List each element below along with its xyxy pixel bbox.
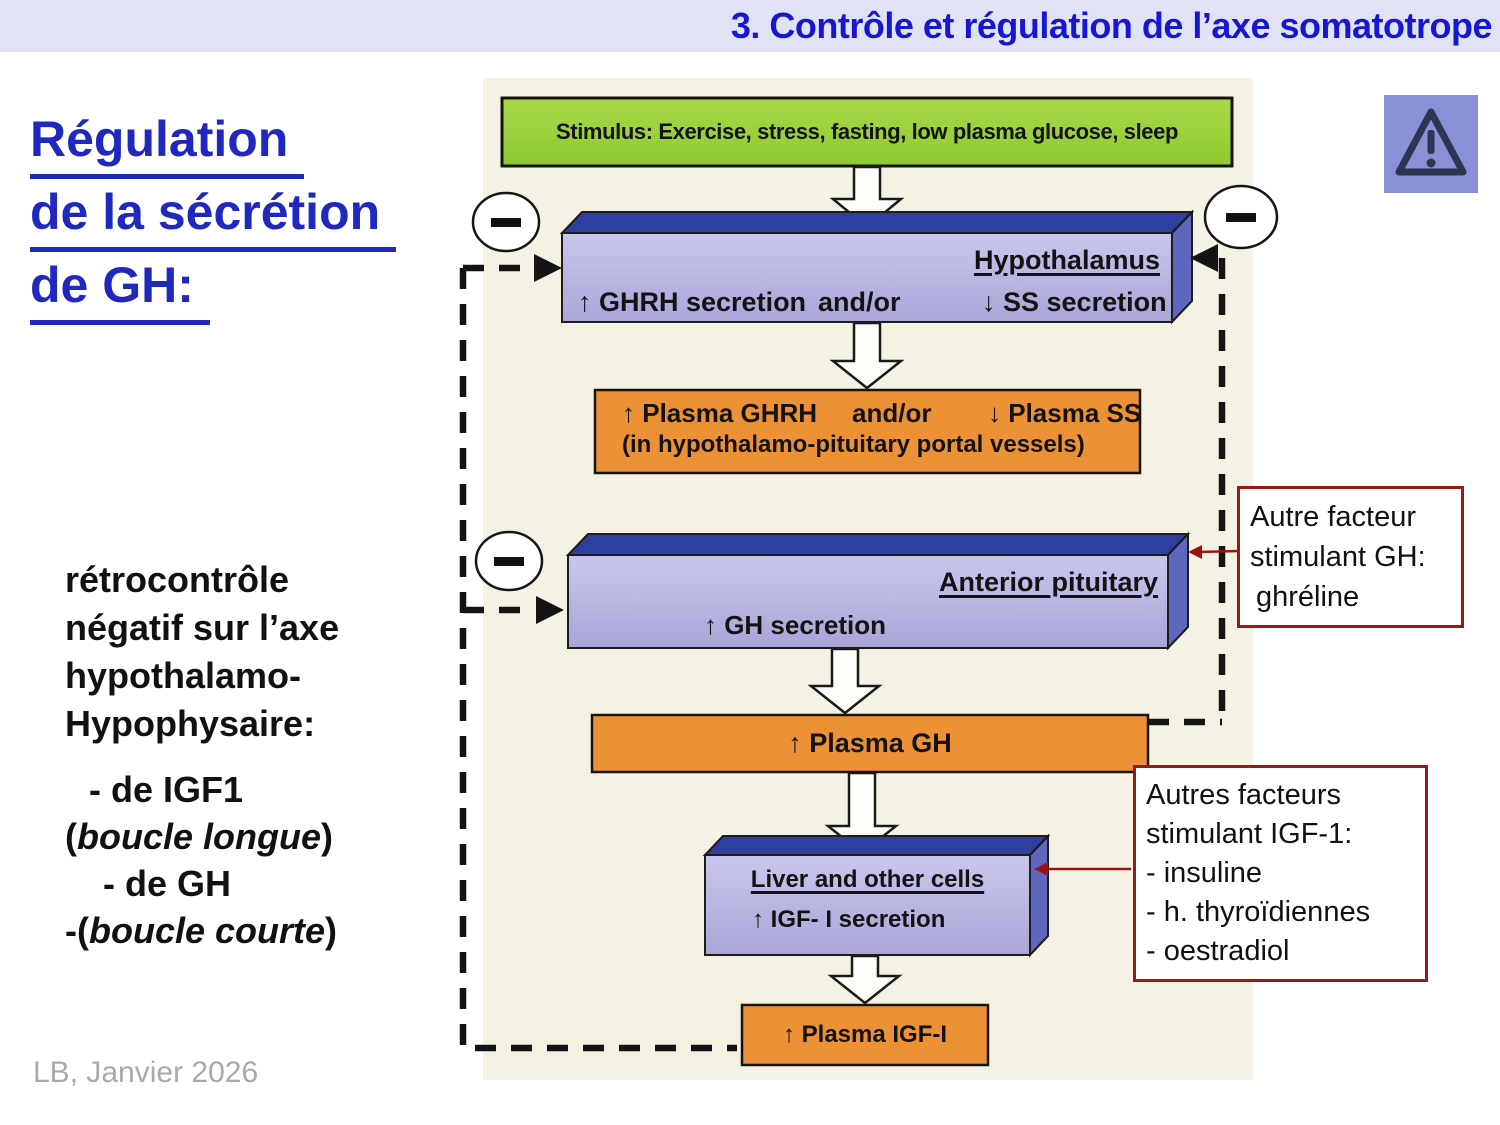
feedback-arrowhead-right — [1190, 244, 1218, 272]
gh-item: - de GH — [103, 863, 232, 904]
gh-secretion-label: ↑ GH secretion — [703, 610, 887, 640]
page-title: Régulation de la sécrétion de GH: — [30, 106, 397, 325]
slide-credit: LB, Janvier 2026 — [33, 1056, 259, 1089]
igf1-loop: (boucle longue) — [65, 816, 334, 857]
igf-factors-item2: - h. thyroïdiennes — [1146, 896, 1371, 928]
hypothalamus-box-top — [559, 211, 1195, 234]
portal-andor-label: and/or — [852, 398, 932, 428]
feedback-note-line4: Hypophysaire: — [65, 703, 316, 744]
ghreline-callout: Autre facteur stimulant GH: ghréline — [1237, 486, 1464, 628]
stimulus-box — [500, 96, 1234, 168]
igf-factors-callout: Autres facteurs stimulant IGF-1: - insul… — [1133, 765, 1428, 982]
ss-secretion-label: ↓ SS secretion — [982, 287, 1167, 317]
hypothalamus-box — [561, 232, 1173, 323]
feedback-long-loop — [459, 268, 737, 1052]
gh-loop: -(boucle courte) — [65, 910, 338, 951]
liver-box — [704, 854, 1031, 956]
page-title-line1: Régulation — [30, 106, 305, 179]
liver-box-top — [702, 835, 1051, 856]
feedback-note-line2: négatif sur l’axe — [65, 607, 340, 648]
plasma-gh-box — [590, 713, 1150, 774]
slide-title: 3. Contrôle et régulation de l’axe somat… — [730, 5, 1493, 46]
liver-label: Liver and other cells — [750, 866, 985, 893]
igf-factors-line2: stimulant IGF-1: — [1146, 818, 1353, 850]
ghrh-secretion-label: ↑ GHRH secretion — [578, 287, 807, 317]
annotation-arrowhead-igf — [1034, 862, 1048, 876]
andor-label: and/or — [818, 287, 901, 317]
plasma-gh-label: ↑ Plasma GH — [788, 727, 952, 758]
arrow-hypothalamus-to-portal — [829, 321, 905, 390]
feedback-arrowhead-pituitary — [536, 596, 564, 624]
annotation-arrows — [1045, 549, 1239, 871]
ghreline-callout-line1: Autre facteur — [1250, 501, 1417, 533]
pituitary-box-side — [1167, 531, 1189, 651]
minus-icon — [1226, 213, 1256, 222]
plasma-igf-box — [740, 1003, 990, 1067]
pituitary-box — [567, 554, 1169, 649]
feedback-note-line3: hypothalamo- — [65, 655, 302, 696]
liver-box-side — [1029, 833, 1049, 958]
igf-factors-item3: - oestradiol — [1146, 935, 1290, 967]
igf-secretion-label: ↑ IGF- I secretion — [752, 906, 946, 933]
plasma-ss-label: ↓ Plasma SS — [988, 398, 1142, 428]
plasma-igf-label: ↑ Plasma IGF-I — [782, 1021, 948, 1049]
anterior-pituitary-label: Anterior pituitary — [938, 567, 1158, 597]
slide-header: 3. Contrôle et régulation de l’axe somat… — [0, 0, 1500, 52]
arrow-pituitary-to-plasmagh — [807, 647, 883, 715]
arrow-liver-to-plasmaigf — [827, 954, 903, 1005]
warning-icon — [1395, 108, 1467, 176]
portal-vessels-label: (in hypothalamo-pituitary portal vessels… — [622, 431, 1085, 458]
warning-badge — [1384, 95, 1478, 193]
page-title-line2: de la sécrétion — [30, 179, 397, 252]
igf1-item: - de IGF1 — [89, 769, 244, 810]
feedback-arrowhead-hypothalamus — [534, 254, 562, 282]
feedback-note-line1: rétrocontrôle — [65, 559, 290, 600]
feedback-note: rétrocontrôle négatif sur l’axe hypothal… — [65, 556, 339, 748]
page-title-line3: de GH: — [30, 252, 210, 325]
plasma-ghrh-label: ↑ Plasma GHRH — [622, 398, 818, 428]
igf-factors-line1: Autres facteurs — [1146, 779, 1342, 811]
annotation-arrowhead-ghreline — [1188, 545, 1202, 559]
negative-feedback-loops — [459, 258, 1226, 1052]
feedback-loops-note: - de IGF1 (boucle longue) - de GH -(bouc… — [65, 766, 337, 954]
igf-factors-item1: - insuline — [1146, 857, 1263, 889]
minus-icon — [494, 557, 524, 566]
ghreline-callout-line3: ghréline — [1256, 581, 1360, 613]
stimulus-label: Stimulus: Exercise, stress, fasting, low… — [556, 119, 1178, 145]
minus-badges — [471, 184, 1279, 592]
plasma-ghrh-box — [593, 388, 1142, 475]
ghreline-callout-line2: stimulant GH: — [1250, 541, 1426, 573]
hypothalamus-label: Hypothalamus — [973, 245, 1160, 275]
pituitary-box-top — [565, 533, 1191, 556]
hypothalamus-box-side — [1171, 209, 1193, 325]
minus-icon — [491, 218, 521, 227]
